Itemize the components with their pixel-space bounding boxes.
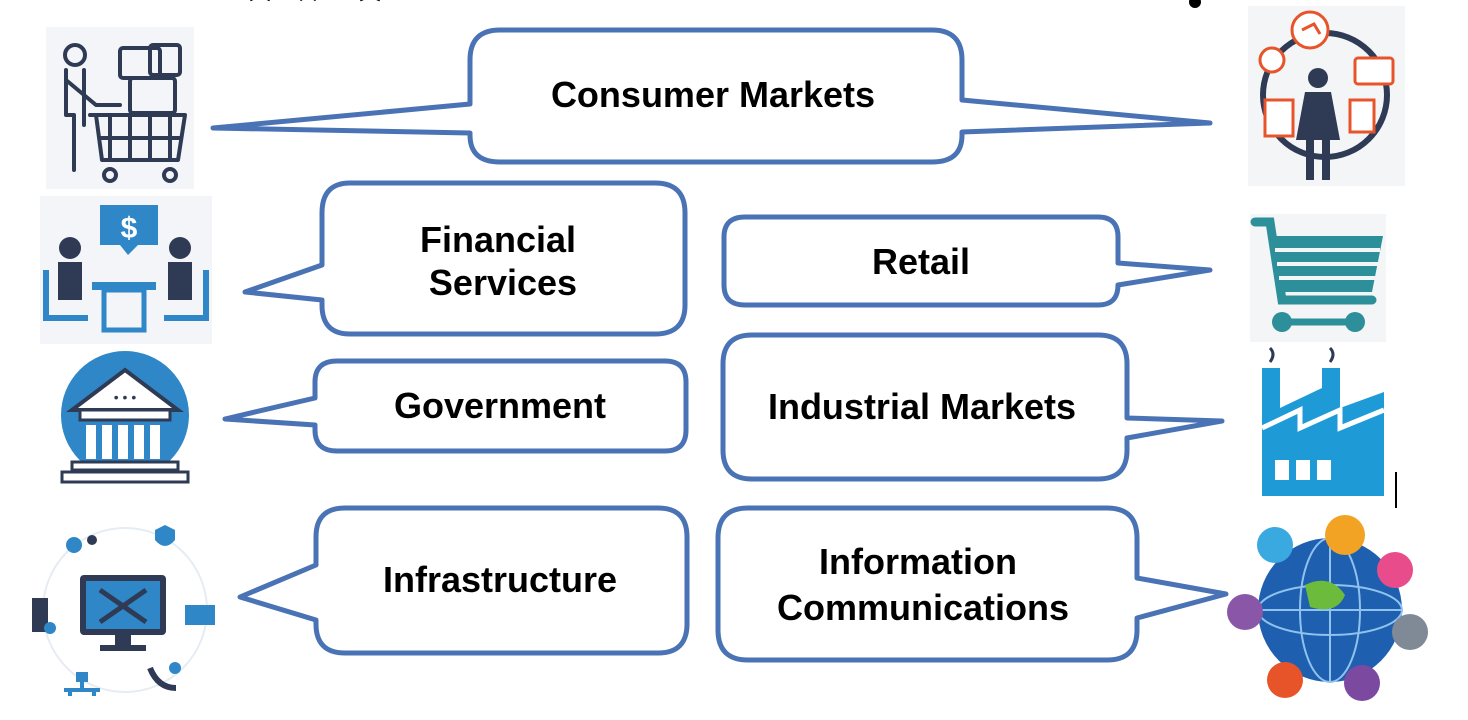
svg-text:$: $ [121,212,138,245]
callout-label-financial-services: Financial Services [420,219,586,303]
shopping-cart-person-icon [46,27,194,189]
callout-line: Consumer Markets [551,74,875,115]
callout-consumer-markets: Consumer Markets [210,27,1213,165]
shopping-cart-icon [1250,214,1386,342]
callout-label-infrastructure: Infrastructure [383,559,617,600]
callout-retail: Retail [721,214,1213,308]
callout-label-industrial-markets: Industrial Markets [768,386,1076,427]
computer-network-icon [32,525,215,696]
globe-communications-icon [1227,515,1428,701]
callout-label-retail: Retail [872,241,970,282]
callout-government: Government [222,358,689,454]
callout-infrastructure: Infrastructure [237,505,690,656]
callout-industrial-markets: Industrial Markets [720,332,1225,482]
financial-meeting-icon: $ [40,196,212,344]
callout-label-consumer-markets: Consumer Markets [551,74,875,115]
woman-shopping-icon [1248,6,1405,186]
clipped-title [230,0,1201,8]
callout-financial-services: Financial Services [242,180,688,337]
callout-label-government: Government [394,385,606,426]
government-building-icon: • • • [58,350,192,490]
callout-information-communications: Information Communications [715,505,1229,663]
factory-icon [1260,346,1397,508]
callout-label-information-communications: Information Communications [777,541,1069,628]
svg-text:• • •: • • • [114,389,137,405]
